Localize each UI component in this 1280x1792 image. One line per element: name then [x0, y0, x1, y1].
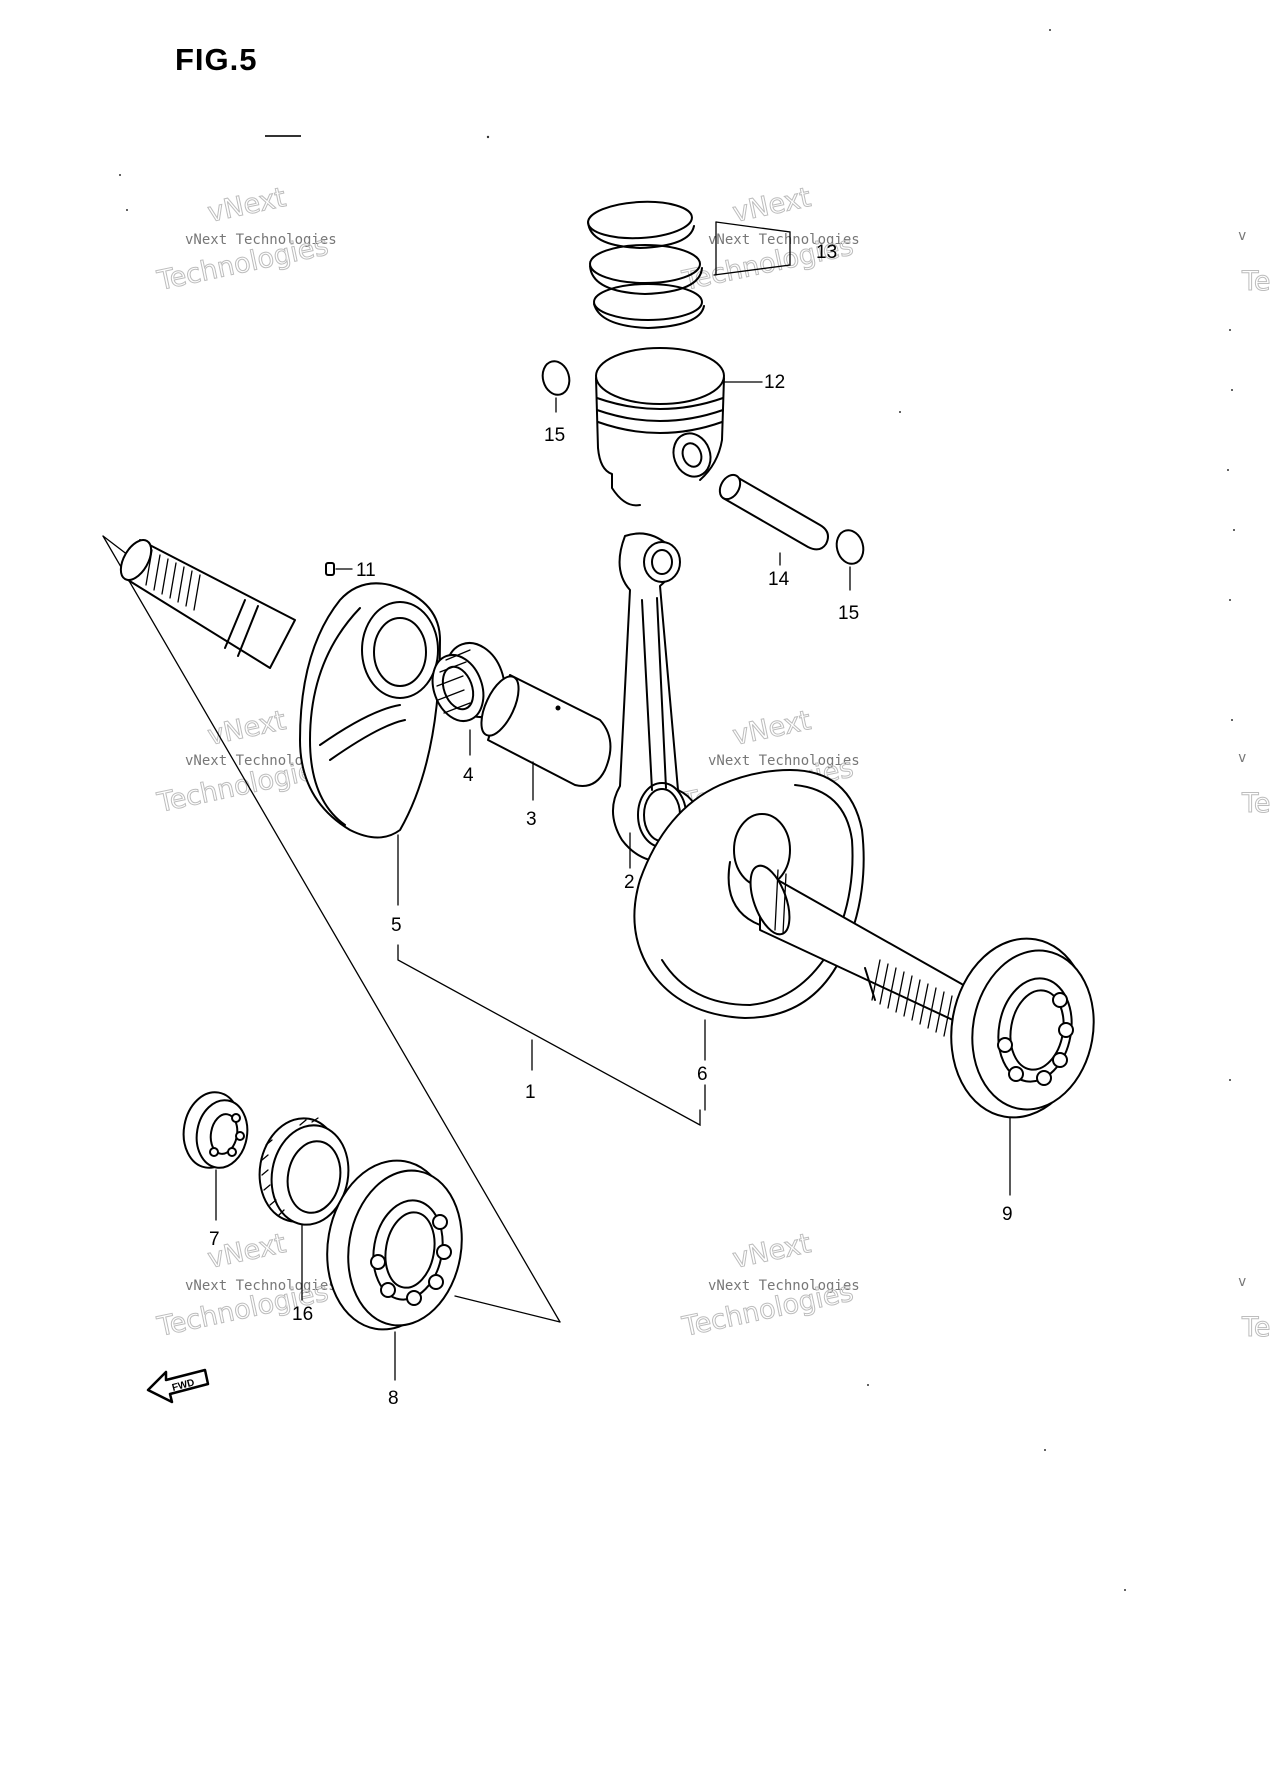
watermark-edge-fragment: v	[1238, 1274, 1246, 1290]
callout-15-left: 15	[544, 425, 565, 446]
callout-15-right: 15	[838, 603, 859, 624]
main-bearing-left	[326, 1159, 463, 1381]
figure-title: FIG.5	[175, 42, 258, 77]
connecting-rod	[612, 532, 703, 869]
callout-6: 6	[697, 1064, 708, 1085]
watermark-edge-fragment: Te	[1241, 266, 1271, 297]
watermark-edge-fragment: Te	[1241, 1312, 1271, 1343]
watermark-text: vNext	[205, 705, 289, 752]
piston	[595, 347, 763, 507]
watermark-edge-fragment: v	[1238, 228, 1246, 244]
callout-16: 16	[292, 1304, 313, 1325]
callout-4: 4	[463, 765, 474, 786]
watermark-text: vNext Technologies	[185, 753, 337, 769]
scan-marks	[119, 29, 1235, 1591]
callout-13: 13	[816, 242, 837, 263]
watermark-edge: v Te v Te v Te	[1238, 228, 1271, 1344]
callout-14: 14	[768, 569, 790, 590]
watermark-text: vNext Technologies	[185, 1278, 337, 1294]
bearing-small	[182, 1091, 249, 1221]
callout-8: 8	[388, 1388, 399, 1409]
callout-9: 9	[1002, 1204, 1013, 1225]
watermark-text: vNext	[730, 182, 814, 229]
callout-labels: 1 2 3 4 5 6 7 8 9 11 12 13 14 15 15 16	[209, 242, 1013, 1409]
watermark-text: vNext	[205, 182, 289, 229]
piston-rings	[587, 200, 791, 329]
fwd-arrow-icon: FWD	[146, 1368, 210, 1404]
assembly-bracket	[397, 944, 706, 1127]
watermark-text: vNext Technologies	[708, 753, 860, 769]
callout-5: 5	[391, 915, 402, 936]
timing-gear	[258, 1117, 350, 1301]
watermark-group-1: vNext Technologies vNext Technologies	[154, 182, 337, 298]
watermark-group-6: vNext Technologies vNext Technologies	[679, 1228, 860, 1344]
crank-pin	[480, 674, 612, 801]
callout-3: 3	[526, 809, 537, 830]
watermark-group-5: vNext Technologies vNext Technologies	[154, 1228, 337, 1344]
callout-11: 11	[356, 560, 376, 581]
watermark-group-2: vNext Technologies vNext Technologies	[679, 182, 860, 298]
piston-pin	[718, 473, 829, 566]
watermark-text: vNext Technologies	[708, 1278, 860, 1294]
watermark-edge-fragment: v	[1238, 750, 1246, 766]
watermark-text: vNext	[730, 705, 814, 752]
woodruff-key	[325, 562, 353, 576]
main-bearing-right	[950, 937, 1095, 1196]
crank-half-right	[633, 769, 995, 1061]
watermark-edge-fragment: Te	[1241, 788, 1271, 819]
crank-half-left	[119, 539, 441, 906]
watermark-text: vNext Technologies	[708, 232, 860, 248]
callout-1: 1	[525, 1082, 536, 1103]
circlip-right	[835, 529, 865, 591]
callout-2: 2	[624, 872, 635, 893]
callout-12: 12	[764, 372, 785, 393]
circlip-left	[541, 360, 571, 413]
callout-7: 7	[209, 1229, 220, 1250]
watermark-text: vNext Technologies	[185, 232, 337, 248]
watermark-text: vNext	[730, 1228, 814, 1275]
